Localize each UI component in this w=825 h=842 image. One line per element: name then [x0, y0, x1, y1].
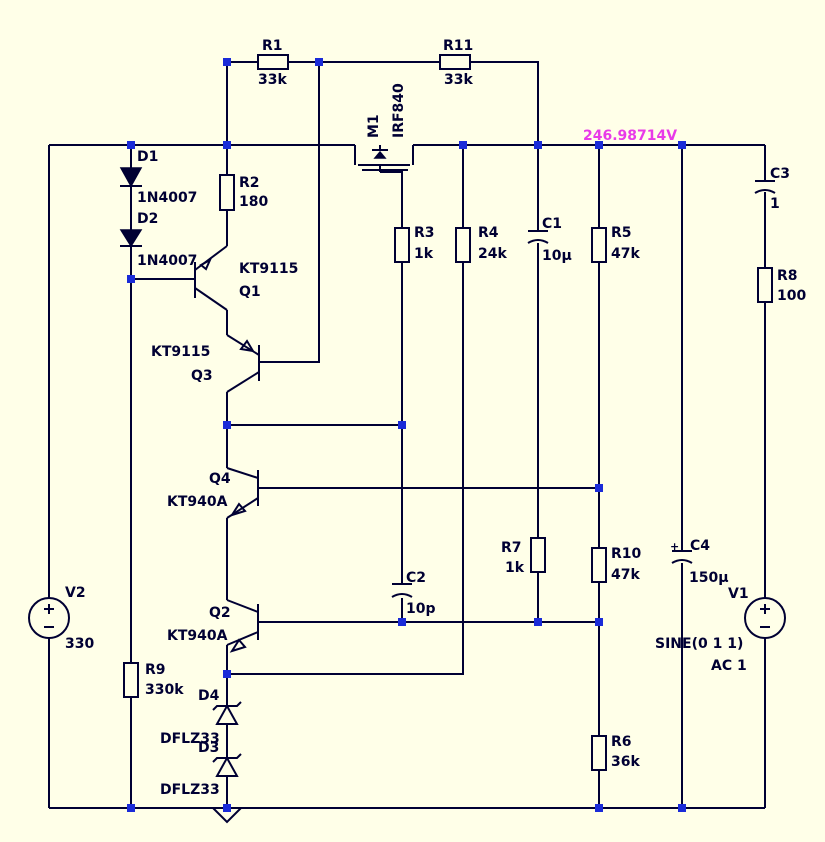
c3-value: 1: [770, 196, 780, 212]
voltage-source-v2[interactable]: [28, 597, 70, 639]
r7-value: 1k: [505, 560, 525, 576]
diode-d2[interactable]: [119, 229, 143, 248]
d4-ref: D4: [198, 688, 220, 704]
resistor-r2[interactable]: [219, 174, 235, 211]
d1-value: 1N4007: [137, 190, 197, 206]
r9-value: 330k: [145, 682, 184, 698]
voltage-source-v1[interactable]: [744, 597, 786, 639]
c2-value: 10p: [406, 601, 436, 617]
c1-value: 10µ: [542, 248, 572, 264]
r2-value: 180: [239, 194, 268, 210]
d2-value: 1N4007: [137, 253, 197, 269]
m1-ref: M1: [366, 114, 382, 138]
r3-ref: R3: [414, 225, 435, 241]
c4-ref: C4: [690, 538, 710, 554]
r9-ref: R9: [145, 662, 166, 678]
v1-ref: V1: [728, 586, 749, 602]
r10-value: 47k: [611, 567, 640, 583]
r4-ref: R4: [478, 225, 499, 241]
q2-value: KT940A: [167, 628, 228, 644]
transistor-q2[interactable]: [226, 599, 259, 653]
r11-value: 33k: [444, 72, 473, 88]
v2-ref: V2: [65, 585, 86, 601]
q4-value: KT940A: [167, 494, 228, 510]
capacitor-c2[interactable]: [391, 583, 413, 598]
resistor-r10[interactable]: [591, 547, 607, 583]
q3-ref: Q3: [191, 368, 213, 384]
q3-value: KT9115: [151, 344, 210, 360]
resistor-r5[interactable]: [591, 227, 607, 263]
r8-ref: R8: [777, 268, 798, 284]
transistor-q4[interactable]: [226, 467, 259, 519]
r6-value: 36k: [611, 754, 640, 770]
zener-d3[interactable]: [212, 753, 242, 777]
r2-ref: R2: [239, 175, 260, 191]
r8-value: 100: [777, 288, 806, 304]
q1-value: KT9115: [239, 261, 298, 277]
d3-value: DFLZ33: [160, 782, 220, 798]
junctions: [127, 58, 686, 812]
diode-d1[interactable]: [119, 167, 143, 188]
m1-value: IRF840: [391, 83, 407, 138]
c2-ref: C2: [406, 570, 426, 586]
d3-ref: D3: [198, 740, 219, 756]
c1-ref: C1: [542, 216, 562, 232]
capacitor-c1[interactable]: [527, 230, 549, 244]
capacitor-c4[interactable]: +: [670, 540, 693, 564]
zener-d4[interactable]: [212, 701, 242, 725]
resistor-r1[interactable]: [257, 54, 289, 70]
r5-ref: R5: [611, 225, 632, 241]
r7-ref: R7: [501, 540, 522, 556]
v1-value2: AC 1: [711, 658, 747, 674]
node-voltage-label: 246.98714V: [583, 128, 677, 144]
c3-ref: C3: [770, 166, 790, 182]
d1-ref: D1: [137, 149, 158, 165]
resistor-r4[interactable]: [455, 227, 471, 263]
transistor-q1[interactable]: [194, 245, 228, 311]
r11-ref: R11: [443, 38, 473, 54]
v2-value: 330: [65, 636, 94, 652]
r1-ref: R1: [262, 38, 283, 54]
resistor-r9[interactable]: [123, 662, 139, 698]
mosfet-m1[interactable]: [354, 145, 414, 172]
r6-ref: R6: [611, 734, 632, 750]
c4-value: 150µ: [689, 570, 729, 586]
r10-ref: R10: [611, 546, 642, 562]
v1-value: SINE(0 1 1): [655, 636, 743, 652]
d2-ref: D2: [137, 211, 158, 227]
transistor-q3[interactable]: [226, 334, 260, 393]
q4-ref: Q4: [209, 471, 231, 487]
svg-text:+: +: [670, 540, 679, 553]
q2-ref: Q2: [209, 605, 231, 621]
resistor-r3[interactable]: [394, 227, 410, 263]
resistor-r11[interactable]: [439, 54, 471, 70]
resistor-r6[interactable]: [591, 735, 607, 771]
resistor-r8[interactable]: [757, 267, 773, 303]
r1-value: 33k: [258, 72, 287, 88]
ground-icon: [212, 807, 242, 824]
q1-ref: Q1: [239, 284, 261, 300]
d4-value: DFLZ33: [160, 731, 220, 747]
r4-value: 24k: [478, 246, 507, 262]
capacitor-c3[interactable]: [754, 180, 776, 194]
r5-value: 47k: [611, 246, 640, 262]
r3-value: 1k: [414, 246, 434, 262]
resistor-r7[interactable]: [530, 537, 546, 573]
